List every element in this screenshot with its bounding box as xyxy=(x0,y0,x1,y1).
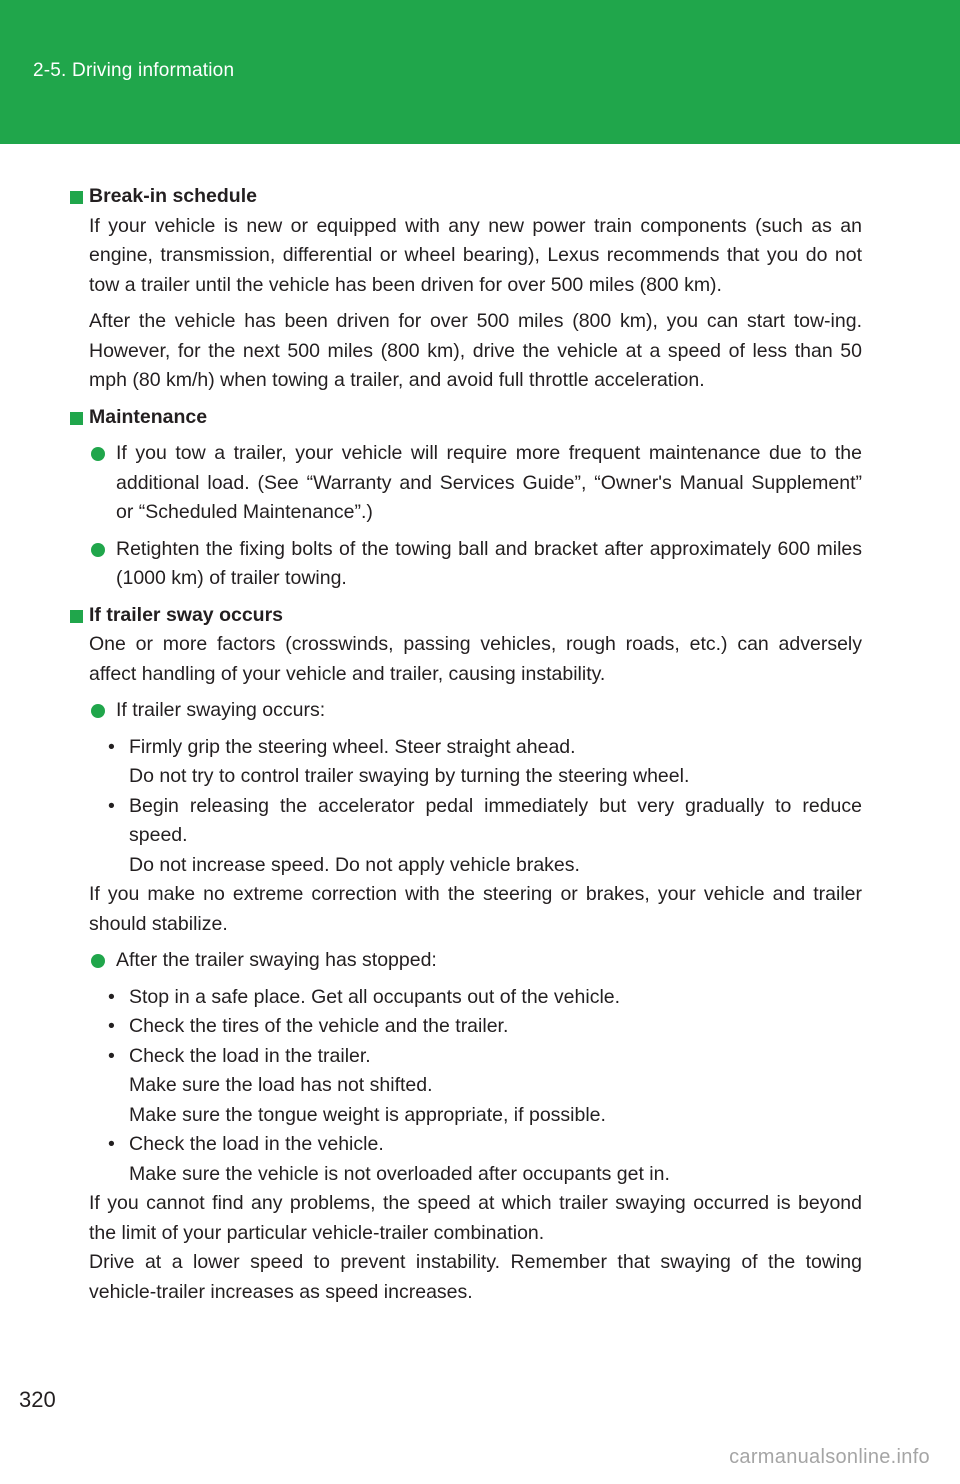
sub-item-note: Make sure the vehicle is not overloaded … xyxy=(129,1162,670,1185)
heading-text: Break-in schedule xyxy=(89,185,257,207)
sub-item: • Check the load in the vehicle. xyxy=(70,1130,862,1160)
sub-item: • Stop in a safe place. Get all occupant… xyxy=(70,983,862,1013)
square-bullet-icon xyxy=(70,411,83,425)
sub-item-note: Do not increase speed. Do not apply vehi… xyxy=(129,853,580,876)
sway-after-bullet: After the trailer swaying has stopped: xyxy=(70,946,862,976)
circle-bullet-icon xyxy=(91,542,105,557)
dot-marker-icon: • xyxy=(108,1133,115,1155)
heading-text: If trailer sway occurs xyxy=(89,603,284,626)
sub-item: • Begin releasing the accelerator pedal … xyxy=(70,792,862,851)
sub-item: • Check the load in the trailer. xyxy=(70,1042,862,1072)
sub-item-text: Check the load in the trailer. xyxy=(129,1044,371,1067)
sub-item-note: Make sure the load has not shifted. xyxy=(129,1074,433,1096)
sub-item-text: Check the tires of the vehicle and the t… xyxy=(129,1015,509,1037)
page-content: Break-in schedule If your vehicle is new… xyxy=(70,182,862,1307)
sub-item: • Check the tires of the vehicle and the… xyxy=(70,1012,862,1042)
circle-bullet-icon xyxy=(91,704,105,718)
sub-item-note: Make sure the tongue weight is appropria… xyxy=(129,1103,606,1126)
dot-marker-icon: • xyxy=(108,1044,115,1067)
sub-item: • Firmly grip the steering wheel. Steer … xyxy=(70,733,862,763)
bullet-text: If trailer swaying occurs: xyxy=(116,699,326,721)
dot-marker-icon: • xyxy=(108,735,115,758)
header-band: 2-5. Driving information xyxy=(0,0,960,144)
bullet-text: Retighten the fixing bolts of the towing… xyxy=(116,537,862,590)
sub-item-text: Check the load in the vehicle. xyxy=(129,1133,384,1155)
break-in-paragraph-1: If your vehicle is new or equipped with … xyxy=(89,214,862,296)
sway-during-bullet: If trailer swaying occurs: xyxy=(70,696,862,726)
square-bullet-icon xyxy=(70,609,83,623)
sub-item-text: Stop in a safe place. Get all occupants … xyxy=(129,985,621,1008)
bullet-text: After the trailer swaying has stopped: xyxy=(116,949,437,971)
sway-intro: One or more factors (crosswinds, passing… xyxy=(89,633,862,685)
heading-break-in: Break-in schedule xyxy=(70,182,862,212)
dot-marker-icon: • xyxy=(108,794,115,817)
section-title: 2-5. Driving information xyxy=(33,60,235,81)
heading-maintenance: Maintenance xyxy=(70,403,862,433)
sway-stabilize: If you make no extreme correction with t… xyxy=(89,883,862,935)
dot-marker-icon: • xyxy=(108,985,115,1008)
maintenance-bullet-1: If you tow a trailer, your vehicle will … xyxy=(70,439,862,528)
square-bullet-icon xyxy=(70,191,83,204)
page-number: 320 xyxy=(19,1387,56,1412)
maintenance-bullet-2: Retighten the fixing bolts of the towing… xyxy=(70,535,862,594)
sub-item-text: Begin releasing the accelerator pedal im… xyxy=(129,794,862,847)
sub-item-text: Firmly grip the steering wheel. Steer st… xyxy=(129,735,576,758)
dot-marker-icon: • xyxy=(108,1015,115,1037)
sway-closing-1: If you cannot find any problems, the spe… xyxy=(89,1192,862,1244)
sub-item-note: Do not try to control trailer swaying by… xyxy=(129,765,690,787)
sway-closing-2: Drive at a lower speed to prevent instab… xyxy=(89,1251,862,1303)
heading-trailer-sway: If trailer sway occurs xyxy=(70,601,862,631)
heading-text: Maintenance xyxy=(89,405,208,428)
break-in-paragraph-2: After the vehicle has been driven for ov… xyxy=(89,310,862,391)
watermark: carmanualsonline.info xyxy=(729,1446,930,1468)
circle-bullet-icon xyxy=(91,447,105,461)
bullet-text: If you tow a trailer, your vehicle will … xyxy=(116,442,862,523)
circle-bullet-icon xyxy=(91,954,105,968)
